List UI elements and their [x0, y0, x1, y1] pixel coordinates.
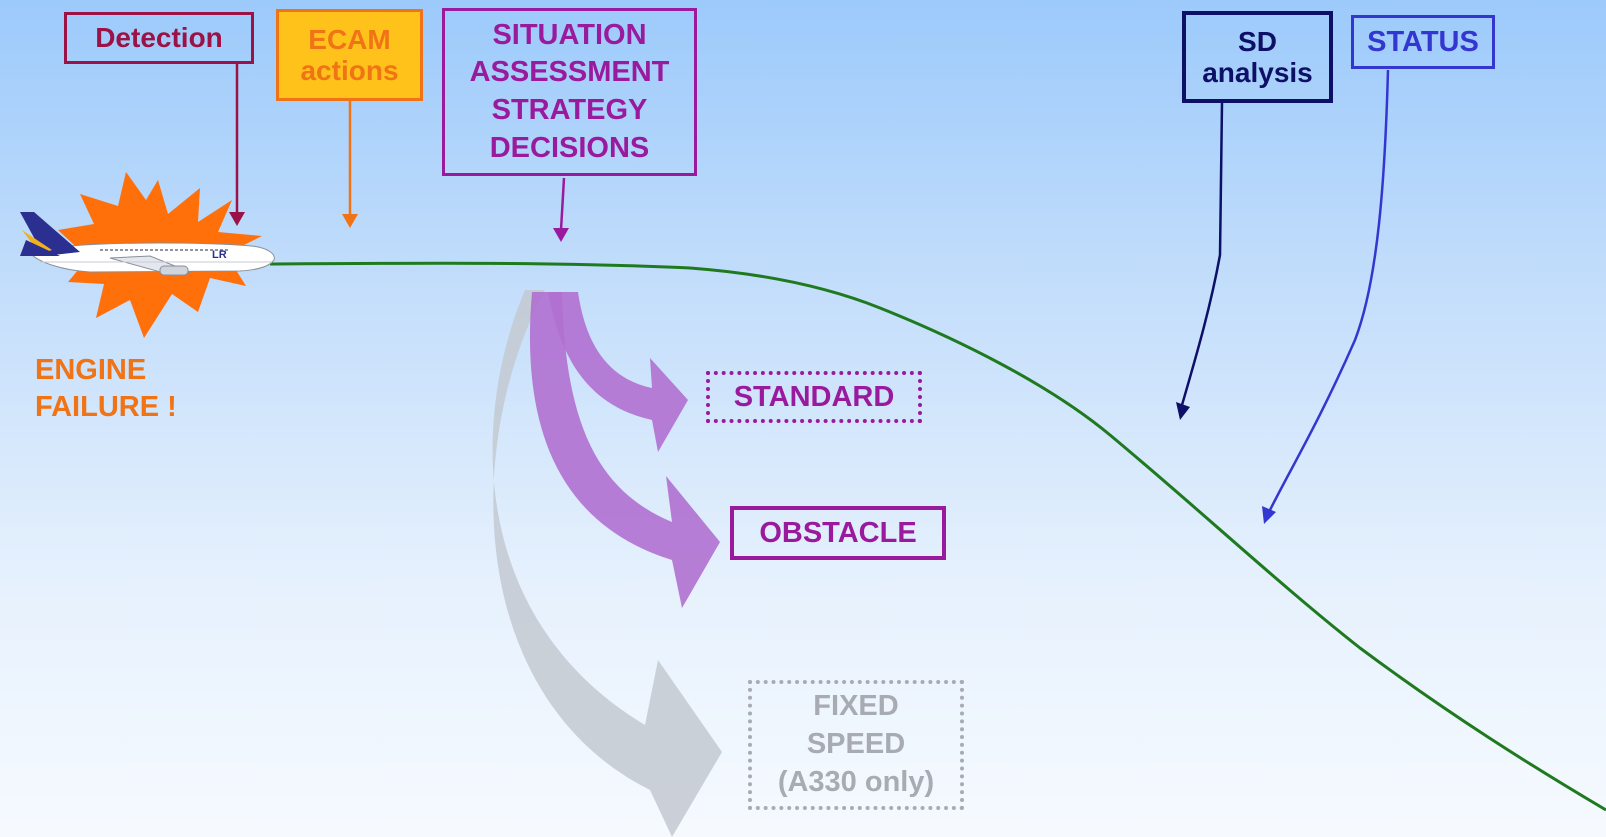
situation-label-line3: STRATEGY	[491, 94, 648, 126]
detection-pointer	[229, 64, 245, 226]
sd-label-line1: SD	[1238, 25, 1277, 57]
ecam-label-line1: ECAM	[308, 23, 391, 55]
sd-label-line2: analysis	[1202, 57, 1313, 88]
fixed-speed-option-box: FIXED SPEED (A330 only)	[748, 680, 964, 810]
sd-analysis-box: SD analysis	[1182, 11, 1333, 103]
aircraft-logo-text: LR	[212, 249, 227, 261]
fixed-speed-arrow	[492, 290, 722, 837]
status-box: STATUS	[1351, 15, 1495, 69]
detection-box: Detection	[64, 12, 254, 64]
standard-option-box: STANDARD	[706, 371, 922, 423]
ecam-actions-box: ECAM actions	[276, 9, 423, 101]
airplane-icon	[20, 212, 275, 277]
situation-label-line1: SITUATION	[492, 18, 647, 51]
situation-pointer	[553, 177, 569, 242]
detection-label: Detection	[95, 22, 223, 54]
situation-assessment-box: SITUATION ASSESSMENT STRATEGY DECISIONS	[442, 8, 697, 176]
fixed-label-line2: SPEED	[806, 728, 906, 761]
situation-label-line4: DECISIONS	[489, 131, 650, 164]
standard-arrow	[548, 292, 688, 452]
situation-label-line2: ASSESSMENT	[469, 56, 670, 89]
engine-failure-label: ENGINE FAILURE !	[35, 352, 177, 426]
ecam-pointer	[342, 101, 358, 228]
obstacle-label: OBSTACLE	[759, 516, 917, 549]
fixed-label-line3: (A330 only)	[777, 765, 935, 798]
sd-pointer	[1176, 102, 1224, 420]
engine-label-line2: FAILURE !	[35, 391, 177, 424]
status-label: STATUS	[1367, 25, 1479, 58]
fixed-label-line1: FIXED	[813, 690, 899, 723]
engine-label-line1: ENGINE	[35, 354, 147, 386]
status-pointer	[1262, 69, 1390, 524]
flight-path-line	[269, 261, 1606, 812]
ecam-label-line2: actions	[300, 55, 399, 86]
standard-label: STANDARD	[733, 380, 895, 413]
obstacle-option-box: OBSTACLE	[730, 506, 946, 560]
obstacle-arrow	[529, 292, 720, 608]
